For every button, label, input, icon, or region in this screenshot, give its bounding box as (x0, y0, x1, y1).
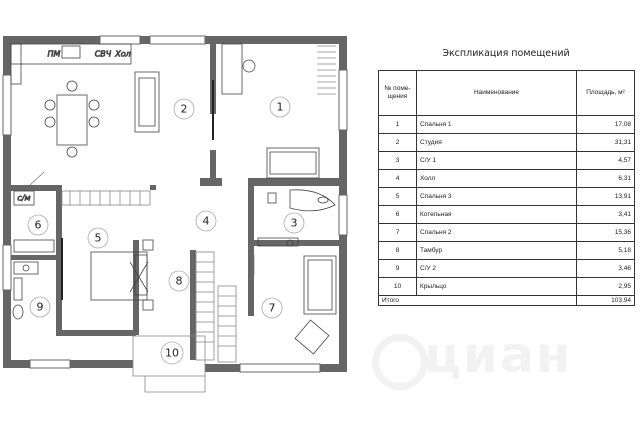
cell-name: Студия (416, 133, 577, 152)
svg-text:6: 6 (35, 219, 42, 232)
svg-text:10: 10 (165, 347, 179, 360)
cell-area: 2,95 (576, 277, 635, 296)
cell-num: 4 (378, 169, 417, 188)
cell-area: 3,46 (576, 259, 635, 278)
sofa (134, 71, 160, 133)
room-label-3: 3 (283, 212, 305, 234)
cell-num: 10 (378, 277, 417, 296)
svg-text:8: 8 (176, 275, 183, 288)
svg-text:2: 2 (181, 103, 188, 116)
cell-num: 2 (378, 133, 417, 152)
table-header-row: № поме-щения Наименование Площадь, м² (378, 70, 635, 116)
interior-walls (11, 44, 339, 360)
cell-num: 8 (378, 241, 417, 260)
svg-text:4: 4 (203, 215, 210, 228)
cell-name: С/У 1 (416, 151, 577, 170)
cell-name: Крыльцо (416, 277, 577, 296)
cell-name: Спальня 2 (416, 223, 577, 242)
exterior-walls (3, 36, 347, 372)
cell-area: 31,31 (576, 133, 635, 152)
cell-area: 13,91 (576, 187, 635, 206)
watermark: циан (424, 326, 573, 384)
room-label-6: 6 (27, 214, 49, 236)
header-area: Площадь, м² (576, 70, 635, 116)
room-labels: 1 2 3 4 5 6 7 8 (27, 96, 305, 365)
watermark-logo-circle (372, 334, 428, 390)
cell-num: 9 (378, 259, 417, 278)
cell-num: 6 (378, 205, 417, 224)
svg-text:9: 9 (37, 301, 44, 314)
header-name: Наименование (416, 70, 577, 116)
room-label-5: 5 (87, 227, 109, 249)
svg-text:7: 7 (269, 302, 276, 315)
label-sm: с/м (17, 194, 30, 203)
floor-plan: ПМ СВЧ Хол (2, 35, 348, 393)
bedroom1-furniture (212, 43, 336, 179)
label-svch: СВЧ (95, 50, 112, 59)
label-pm: ПМ (48, 50, 61, 59)
cell-num: 3 (378, 151, 417, 170)
total-label: Итого (378, 295, 577, 306)
cell-num: 5 (378, 187, 417, 206)
room-label-8: 8 (168, 270, 190, 292)
windows (2, 35, 348, 373)
cell-name: Тамбур (416, 241, 577, 260)
svg-text:3: 3 (291, 217, 298, 230)
room-label-1: 1 (269, 96, 291, 118)
kitchen-counter: ПМ СВЧ Хол (10, 43, 132, 85)
cell-name: С/У 2 (416, 259, 577, 278)
table-title: Экспликация помещений (442, 48, 570, 59)
label-hol: Хол (114, 50, 131, 59)
cell-area: 3,41 (576, 205, 635, 224)
cell-num: 1 (378, 115, 417, 134)
header-num: № поме-щения (378, 70, 417, 116)
porch (132, 335, 206, 393)
room-label-9: 9 (29, 296, 51, 318)
cell-num: 7 (378, 223, 417, 242)
total-area: 103,94 (576, 295, 635, 306)
room-label-4: 4 (195, 210, 217, 232)
bedroom3-furniture (61, 190, 154, 311)
cell-area: 17,08 (576, 115, 635, 134)
room-label-2: 2 (173, 98, 195, 120)
bathroom2-fixtures (12, 261, 39, 320)
cell-name: Спальня 1 (416, 115, 577, 134)
bedroom2-furniture (217, 255, 337, 363)
svg-text:1: 1 (277, 101, 284, 114)
room-label-7: 7 (261, 297, 283, 319)
room-label-10: 10 (160, 341, 184, 365)
door-swings (29, 171, 255, 275)
cell-name: Спальня 3 (416, 187, 577, 206)
cell-name: Холл (416, 169, 577, 188)
bathroom1-fixtures (257, 189, 336, 247)
cell-name: Котельная (416, 205, 577, 224)
boiler-room-fixtures: с/м (13, 190, 55, 253)
cell-area: 6,31 (576, 169, 635, 188)
dining-table (44, 80, 100, 158)
cell-area: 15,36 (576, 223, 635, 242)
cell-area: 4,57 (576, 151, 635, 170)
svg-text:5: 5 (95, 232, 102, 245)
cell-area: 5,18 (576, 241, 635, 260)
